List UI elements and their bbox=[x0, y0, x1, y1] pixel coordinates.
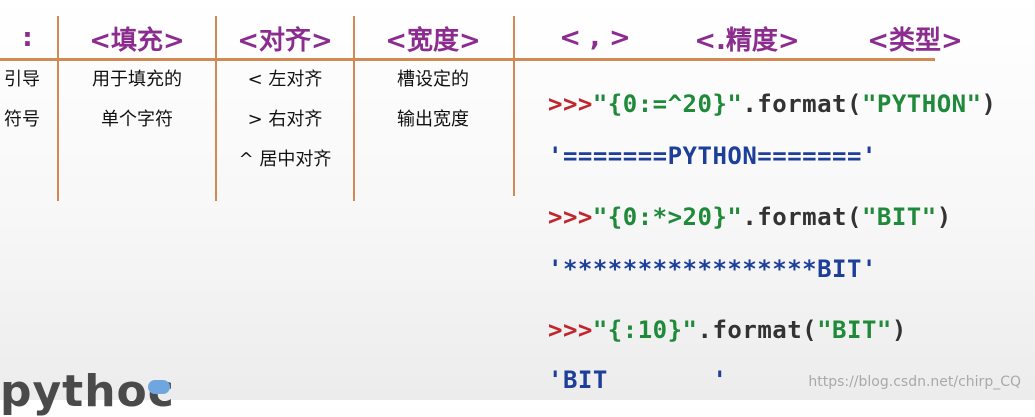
align-desc-right: > 右对齐 bbox=[247, 109, 323, 130]
header-align: <对齐> bbox=[237, 25, 333, 56]
format-close: ) bbox=[981, 90, 997, 118]
format-call: .format( bbox=[742, 203, 862, 231]
watermark: https://blog.csdn.net/chirp_CQ bbox=[808, 374, 1021, 390]
prompt: >>> bbox=[548, 203, 593, 231]
colon-desc-line1: 引导 bbox=[4, 69, 40, 90]
example-3-output: 'BIT ' bbox=[548, 366, 728, 394]
format-call: .format( bbox=[742, 90, 862, 118]
format-arg: "PYTHON" bbox=[861, 90, 982, 118]
header-comma: < , > bbox=[559, 23, 631, 53]
header-type: <类型> bbox=[867, 25, 963, 56]
header-precision: <.精度> bbox=[694, 25, 800, 56]
example-2-input: >>>"{0:*>20}".format("BIT") bbox=[548, 203, 952, 231]
format-arg: "BIT" bbox=[861, 203, 937, 231]
fill-desc-line2: 单个字符 bbox=[101, 109, 173, 130]
column-divider bbox=[215, 16, 217, 201]
format-string: "{0:*>20}" bbox=[592, 203, 743, 231]
align-desc-left: < 左对齐 bbox=[247, 69, 323, 90]
python-logo: pythoc bbox=[0, 366, 175, 417]
format-arg: "BIT" bbox=[817, 316, 892, 344]
example-1-input: >>>"{0:=^20}".format("PYTHON") bbox=[548, 90, 997, 118]
format-close: ) bbox=[936, 203, 952, 231]
prompt: >>> bbox=[548, 316, 593, 344]
example-1-output: '=======PYTHON=======' bbox=[548, 142, 877, 170]
fill-desc-line1: 用于填充的 bbox=[92, 69, 182, 90]
colon-desc-line2: 符号 bbox=[4, 109, 40, 130]
width-desc-line1: 槽设定的 bbox=[397, 69, 469, 90]
column-divider bbox=[353, 16, 355, 201]
logo-mark-icon bbox=[148, 380, 170, 394]
column-divider bbox=[513, 16, 515, 196]
prompt: >>> bbox=[548, 90, 593, 118]
align-desc-center: ^ 居中对齐 bbox=[238, 149, 332, 170]
format-close: ) bbox=[891, 316, 907, 344]
format-string: "{:10}" bbox=[592, 316, 698, 344]
format-call: .format( bbox=[697, 316, 818, 344]
width-desc-line2: 输出宽度 bbox=[397, 109, 469, 130]
format-string: "{0:=^20}" bbox=[592, 90, 743, 118]
example-3-input: >>>"{:10}".format("BIT") bbox=[548, 316, 907, 344]
example-2-output: '*****************BIT' bbox=[548, 255, 877, 283]
column-divider bbox=[57, 16, 59, 201]
header-width: <宽度> bbox=[385, 25, 481, 56]
header-fill: <填充> bbox=[89, 25, 185, 56]
header-colon: : bbox=[22, 23, 33, 53]
header-underline bbox=[0, 58, 935, 61]
